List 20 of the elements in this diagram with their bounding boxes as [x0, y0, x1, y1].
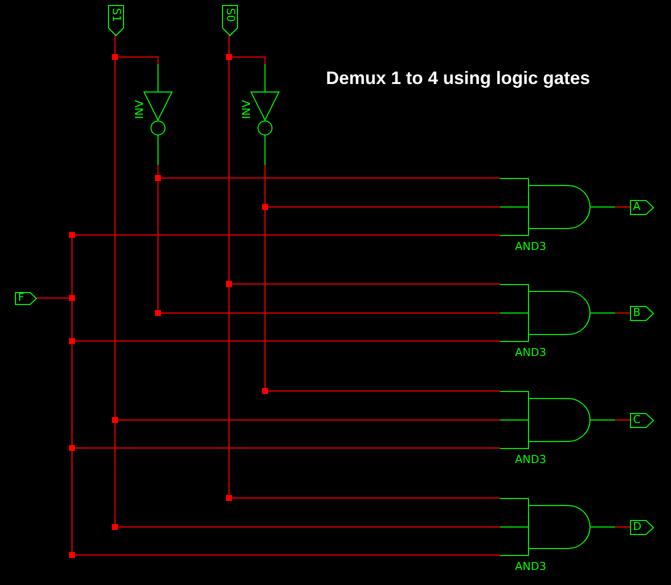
port-label: C [633, 414, 641, 426]
wire [614, 526, 630, 528]
wire [614, 312, 630, 314]
port-label: A [633, 201, 641, 213]
gate-label: INV [134, 100, 146, 119]
port-label: S0 [224, 8, 236, 22]
gate-label: AND3 [515, 241, 546, 253]
port-label: S1 [110, 8, 122, 22]
gate-label: INV [241, 100, 253, 119]
wire [36, 298, 500, 556]
port-label: F [18, 292, 24, 304]
port-label: B [633, 307, 641, 319]
wire [114, 34, 500, 528]
gate-label: AND3 [515, 347, 546, 359]
wire [614, 206, 630, 208]
gate-label: AND3 [515, 561, 546, 573]
wire [228, 34, 500, 498]
gate-label: AND3 [515, 454, 546, 466]
title: Demux 1 to 4 using logic gates [326, 68, 590, 89]
port-label: D [633, 521, 642, 533]
